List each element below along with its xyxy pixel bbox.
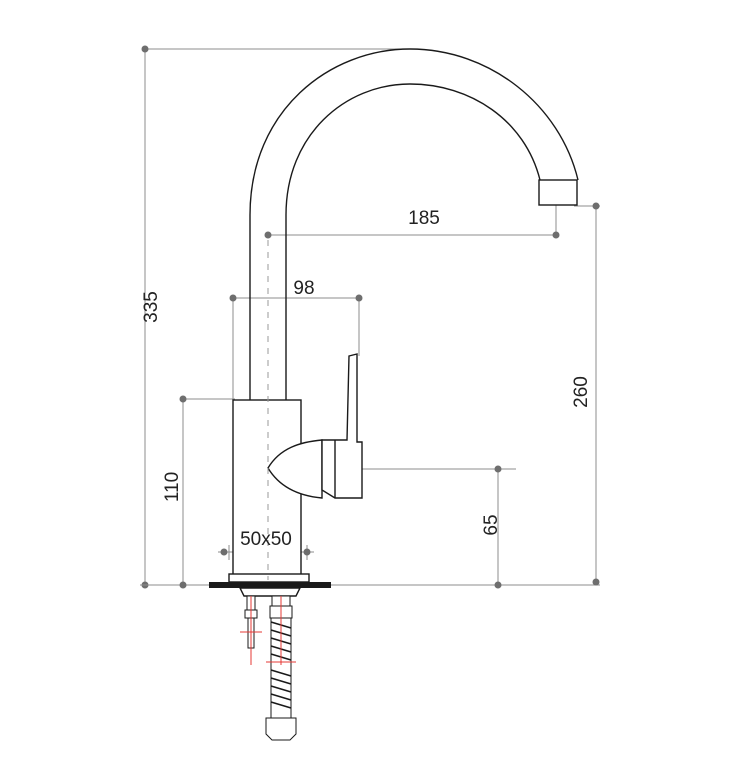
label-overall-height: 335 <box>141 291 162 323</box>
mount-nut <box>238 587 302 597</box>
dimension-labels: 335 110 98 185 260 65 50x50 <box>141 208 592 550</box>
label-base-size: 50x50 <box>240 529 292 550</box>
dim-dot <box>592 202 600 210</box>
dim-dot <box>355 294 363 302</box>
deck-plate <box>209 582 331 588</box>
label-body-height: 110 <box>162 472 183 502</box>
spout-outer <box>249 48 579 400</box>
label-spout-reach: 185 <box>408 208 440 229</box>
label-spout-height: 260 <box>571 376 592 408</box>
dimension-lines <box>140 45 600 589</box>
dim-dot <box>494 465 502 473</box>
dim-dot <box>592 578 600 586</box>
label-lever-height: 65 <box>481 514 502 535</box>
spout-inner <box>285 83 541 400</box>
dim-dot <box>179 395 187 403</box>
dim-dot <box>303 548 311 556</box>
spout-tip <box>538 179 578 206</box>
faucet-outline <box>209 48 579 597</box>
dim-dot <box>141 45 149 53</box>
label-body-depth: 98 <box>293 278 314 299</box>
dim-dot <box>220 548 228 556</box>
lever-block <box>321 353 363 499</box>
braided-hose-bottom-nut <box>265 717 297 741</box>
supply-hoses <box>240 595 297 741</box>
base-flange <box>228 573 310 583</box>
dim-dot <box>179 581 187 589</box>
dim-dot <box>229 294 237 302</box>
dim-dot <box>552 231 560 239</box>
dim-dot <box>264 231 272 239</box>
dim-dot <box>494 581 502 589</box>
